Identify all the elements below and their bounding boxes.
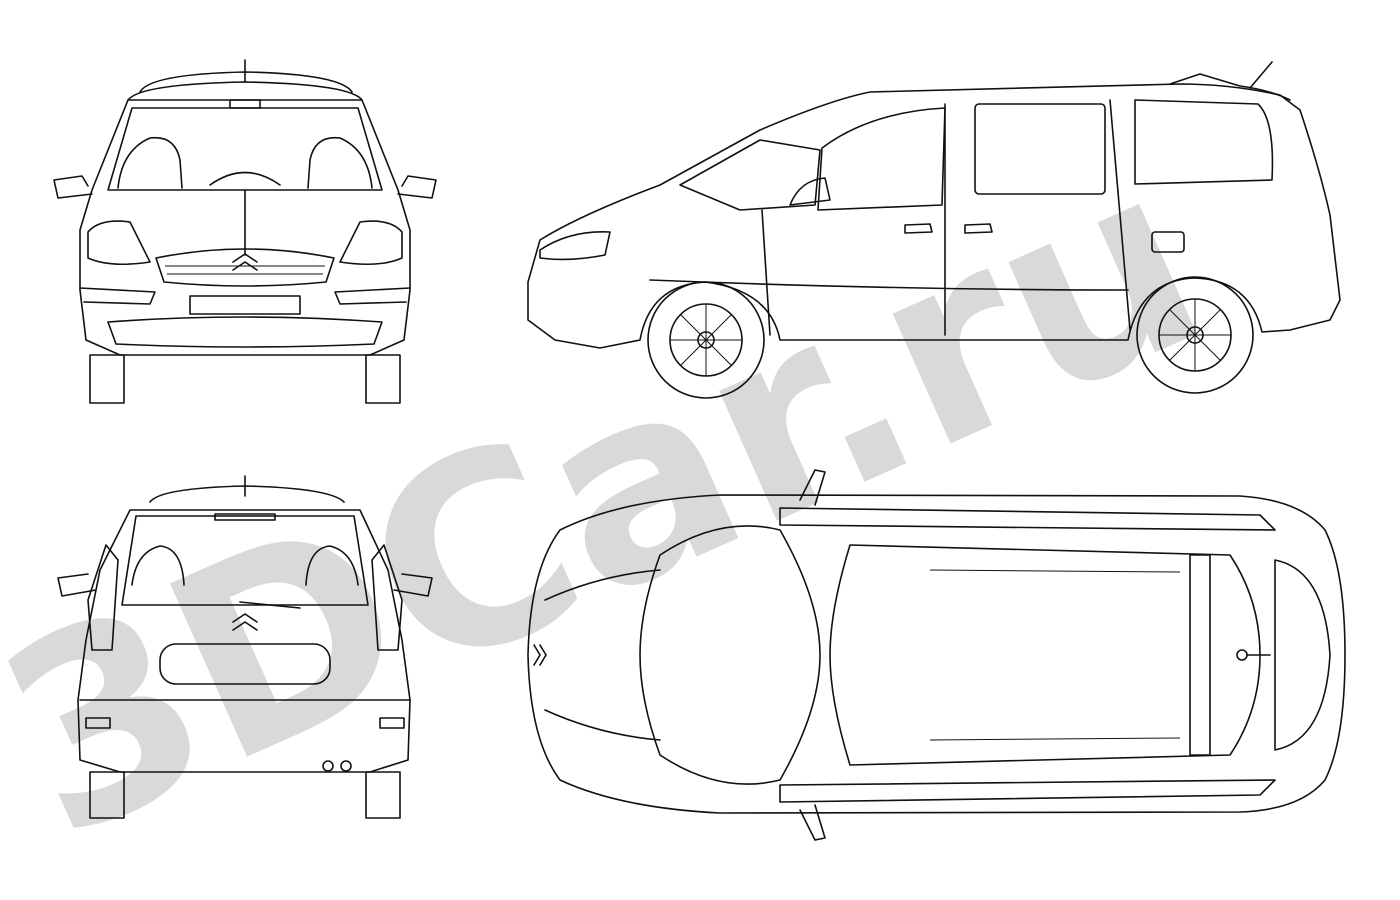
top-mirror-right — [799, 804, 826, 841]
rear-reflector-right — [379, 717, 405, 729]
front-headlight-right — [339, 220, 403, 266]
front-mirror-right — [397, 175, 437, 199]
rear-seat-left — [131, 545, 185, 586]
front-view — [53, 59, 437, 404]
top-hood-line-upper — [544, 569, 661, 601]
rear-tyre-right — [365, 771, 401, 819]
front-steering — [209, 171, 281, 186]
top-hood-line-lower — [544, 709, 661, 741]
top-body — [527, 494, 1346, 814]
rear-mirror-right — [393, 573, 433, 597]
top-roof — [829, 544, 1261, 766]
rear-mirror-left — [57, 573, 97, 597]
rear-wiper — [239, 601, 301, 609]
side-door-handle-slide — [964, 223, 993, 234]
rear-seat-right — [305, 545, 359, 586]
side-wheel-front — [647, 281, 765, 399]
side-window-rear — [1134, 99, 1274, 185]
top-view — [527, 469, 1346, 841]
rear-window — [121, 515, 369, 606]
side-door-handle-front — [904, 223, 933, 234]
front-seat-right — [307, 136, 373, 189]
front-headlight-left — [87, 220, 151, 266]
citroen-chevron-icon — [232, 253, 258, 271]
front-seat-left — [117, 136, 183, 189]
top-mirror-left — [799, 469, 826, 506]
side-fuel-flap — [1151, 231, 1185, 253]
front-mirror-left — [53, 175, 93, 199]
side-door-line-front — [761, 209, 771, 336]
side-wheel-rear — [1136, 276, 1254, 394]
watermark: 3DCar.ru — [0, 106, 1242, 897]
watermark-text: 3DCar.ru — [0, 106, 1242, 897]
citroen-chevron-icon — [533, 644, 547, 666]
top-side-windows-right — [779, 779, 1276, 803]
rear-exhaust-2 — [340, 760, 352, 772]
side-window-sliding — [974, 103, 1106, 195]
top-roof-crossbar — [1189, 554, 1211, 756]
front-roof — [127, 81, 363, 101]
side-door-line-rear — [1109, 99, 1131, 331]
side-antenna — [1249, 61, 1273, 89]
top-roof-rail-line — [929, 737, 1181, 741]
side-body — [527, 83, 1341, 349]
top-roof-rail-line — [929, 569, 1181, 573]
side-window-front — [679, 139, 821, 211]
front-license-plate — [189, 295, 301, 315]
front-windshield — [107, 107, 383, 191]
rear-exhaust-1 — [322, 760, 334, 772]
front-foglamp-right — [334, 287, 411, 305]
citroen-chevron-icon — [232, 613, 258, 631]
side-roof-spoiler — [1169, 73, 1291, 101]
side-mirror — [789, 177, 831, 206]
top-rear-window — [1274, 559, 1331, 751]
side-view — [527, 61, 1341, 399]
front-tyre-right — [365, 354, 401, 404]
front-rear-mirror — [229, 99, 261, 109]
front-tyre-left — [89, 354, 125, 404]
rear-tyre-left — [89, 771, 125, 819]
front-lower-intake — [107, 316, 383, 348]
top-side-windows-left — [779, 507, 1276, 531]
rear-brake-light — [214, 513, 276, 521]
rear-reflector-left — [85, 717, 111, 729]
side-headlight — [539, 231, 611, 261]
rear-view — [57, 475, 433, 819]
rear-plate-recess — [159, 643, 331, 685]
front-foglamp-left — [79, 287, 156, 305]
top-antenna — [1236, 649, 1248, 661]
front-grille — [155, 248, 335, 287]
top-windshield — [639, 525, 821, 785]
